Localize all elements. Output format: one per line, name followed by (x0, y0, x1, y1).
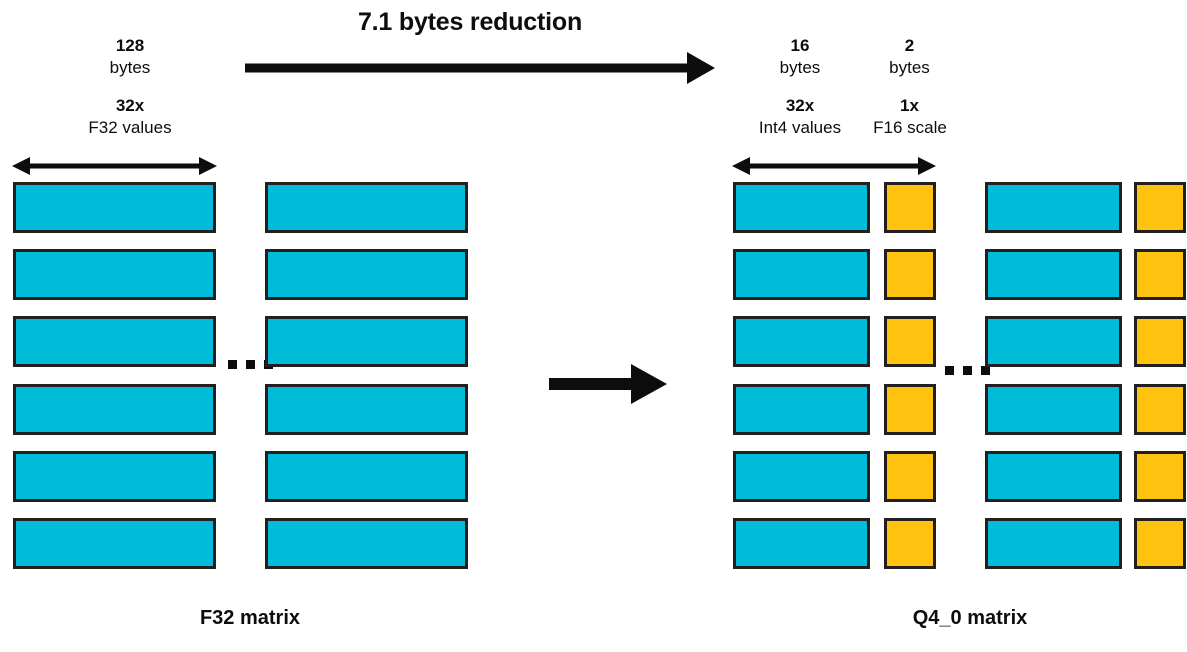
right-data-type-label: Int4 values (758, 118, 842, 137)
f32-block (265, 182, 468, 233)
f32-block (265, 316, 468, 367)
f32-block (265, 518, 468, 569)
right-matrix-footer-label: Q4_0 matrix (912, 607, 1028, 629)
f32-block-width-arrow (12, 157, 217, 175)
q4-scale-block (884, 249, 936, 300)
left-size-value: 128 (115, 36, 145, 55)
q4-data-block (733, 518, 870, 569)
right-scale-size-unit: bytes (889, 58, 930, 77)
q4-block-width-arrow (732, 157, 936, 175)
q4-matrix-ellipsis (945, 366, 990, 375)
q4-data-block (985, 316, 1122, 367)
right-scale-type-label: F16 scale (873, 118, 947, 137)
q4-scale-block (884, 316, 936, 367)
reduction-arrow (245, 52, 715, 84)
page-title: 7.1 bytes reduction (357, 8, 583, 36)
left-size-unit: bytes (109, 58, 151, 77)
q4-data-block (985, 182, 1122, 233)
f32-block (13, 249, 216, 300)
q4-scale-block (1134, 249, 1186, 300)
f32-block (13, 182, 216, 233)
left-matrix-footer-label: F32 matrix (199, 607, 301, 629)
q4-scale-block (1134, 316, 1186, 367)
conversion-arrow (549, 364, 667, 404)
q4-data-block (985, 451, 1122, 502)
q4-scale-block (1134, 384, 1186, 435)
right-data-size-unit: bytes (779, 58, 821, 77)
q4-scale-block (1134, 451, 1186, 502)
q4-scale-block (1134, 182, 1186, 233)
right-data-count: 32x (785, 96, 815, 115)
q4-data-block (733, 182, 870, 233)
f32-block (13, 384, 216, 435)
f32-block (265, 451, 468, 502)
q4-data-block (733, 384, 870, 435)
q4-scale-block (884, 384, 936, 435)
f32-block (13, 451, 216, 502)
left-type-label: F32 values (88, 118, 172, 137)
right-scale-size-value: 2 (904, 36, 915, 55)
q4-scale-block (884, 518, 936, 569)
q4-scale-block (884, 182, 936, 233)
q4-data-block (733, 316, 870, 367)
q4-data-block (985, 518, 1122, 569)
right-data-size-value: 16 (790, 36, 810, 55)
right-scale-count: 1x (900, 96, 919, 115)
f32-block (13, 316, 216, 367)
q4-data-block (733, 451, 870, 502)
left-count: 32x (115, 96, 145, 115)
q4-scale-block (1134, 518, 1186, 569)
q4-scale-block (884, 451, 936, 502)
q4-data-block (733, 249, 870, 300)
q4-data-block (985, 384, 1122, 435)
f32-block (13, 518, 216, 569)
f32-block (265, 249, 468, 300)
f32-block (265, 384, 468, 435)
q4-data-block (985, 249, 1122, 300)
